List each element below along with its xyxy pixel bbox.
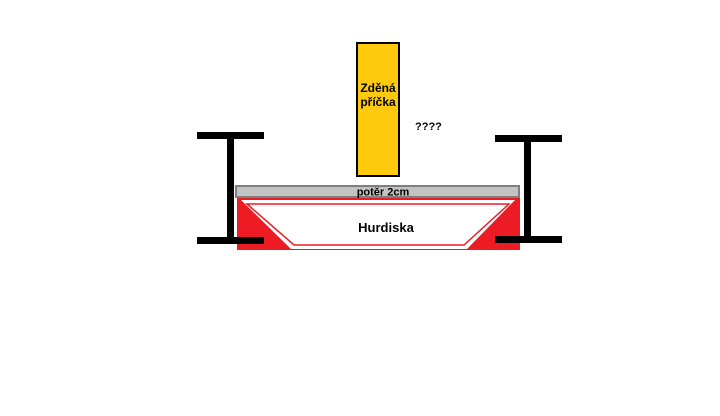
wall-label-line-2: příčka: [360, 95, 396, 109]
hurdiska-cavity-inner-line: [244, 203, 511, 246]
hurdiska-cavity: [241, 200, 515, 249]
masonry-wall: [356, 42, 400, 177]
screed-layer: [235, 185, 520, 198]
left-i-beam: [197, 132, 264, 244]
wall-label-line-1: Zděná: [360, 81, 396, 95]
right-i-beam: [495, 135, 562, 243]
screed-label: potěr 2cm: [357, 187, 410, 199]
question-marks: ????: [415, 121, 442, 133]
hurdiska-label: Hurdiska: [358, 220, 414, 235]
